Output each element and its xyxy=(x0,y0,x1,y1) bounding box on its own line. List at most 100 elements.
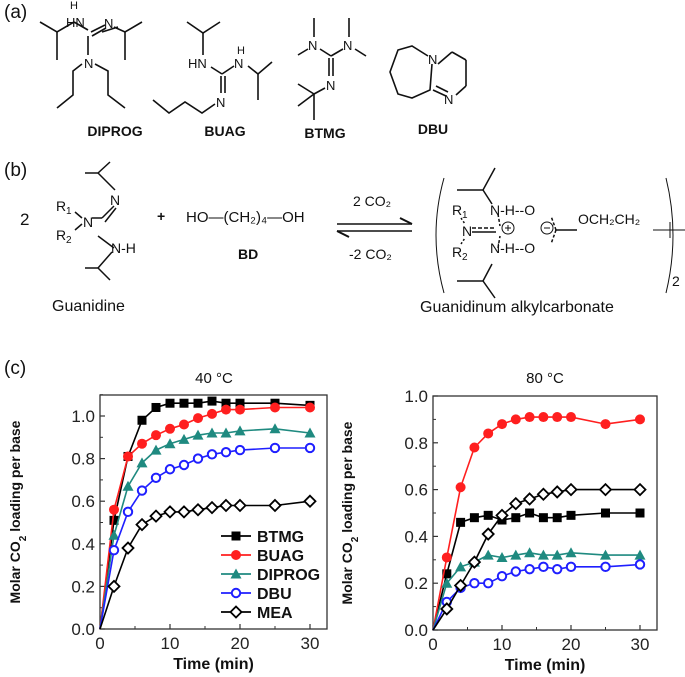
legend-label: DBU xyxy=(257,586,292,603)
btmg-structure: N N N xyxy=(297,18,367,120)
svg-text:HN: HN xyxy=(188,56,207,71)
reaction-scheme: N N R 1 R 2 N-H N-H--O xyxy=(56,161,685,299)
legend-dbu-marker xyxy=(230,587,242,599)
btmg-marker xyxy=(511,513,521,523)
series-diprog xyxy=(99,423,316,630)
guanidine-structure: N N R 1 R 2 N-H xyxy=(56,161,136,281)
dbu-marker xyxy=(234,444,246,456)
y-tick-label: 0.8 xyxy=(71,450,95,469)
dbu-marker xyxy=(469,578,480,589)
svg-text:2: 2 xyxy=(66,235,72,246)
guanidine-caption: Guanidine xyxy=(52,298,125,315)
dbu-marker xyxy=(600,561,611,573)
y-tick-label: 1.0 xyxy=(404,387,428,406)
dbu-marker xyxy=(122,506,134,518)
diprog-marker xyxy=(482,549,494,560)
diprog-structure: HN H N N xyxy=(39,0,143,109)
svg-text:R: R xyxy=(56,198,66,214)
diprog-marker xyxy=(510,549,522,560)
mea-marker xyxy=(598,482,613,497)
buag-marker xyxy=(193,413,203,424)
mea-marker xyxy=(467,555,482,569)
buag-marker xyxy=(469,442,480,453)
dbu-marker xyxy=(178,459,190,471)
mea-marker xyxy=(481,527,495,541)
y-tick-label: 0.8 xyxy=(404,434,428,453)
svg-text:N: N xyxy=(234,56,243,71)
buag-marker xyxy=(207,408,217,419)
y-tick-label: 0.0 xyxy=(404,621,428,640)
y-tick-label: 0.4 xyxy=(404,527,428,546)
svg-text:N: N xyxy=(462,223,472,239)
buag-marker xyxy=(123,451,133,462)
dbu-marker xyxy=(192,453,204,464)
svg-text:N: N xyxy=(444,92,453,107)
y-tick-label: 0.6 xyxy=(404,481,428,500)
y-tick-label: 0.6 xyxy=(71,492,95,511)
diprog-marker xyxy=(455,561,467,572)
mea-marker xyxy=(135,517,149,532)
btmg-marker xyxy=(151,402,161,412)
buag-marker xyxy=(483,428,494,439)
diprog-marker xyxy=(234,425,246,436)
reverse-condition: -2 CO₂ xyxy=(349,246,392,262)
dbu-marker xyxy=(565,561,577,573)
buag-marker xyxy=(151,430,161,441)
buag-marker xyxy=(635,414,645,425)
btmg-marker xyxy=(109,515,119,525)
mea-marker xyxy=(219,498,233,513)
y-tick-label: 0.2 xyxy=(404,574,428,593)
btmg-marker xyxy=(165,398,175,408)
buag-marker xyxy=(305,402,315,413)
product-left-bracket xyxy=(435,177,445,294)
mea-marker xyxy=(121,541,135,555)
guanidinium-alkylcarbonate-structure: N-H--O N-H--O N R 1 R 2 xyxy=(452,167,685,299)
svg-text:N: N xyxy=(326,78,335,93)
mea-marker xyxy=(268,498,282,513)
svg-text:N: N xyxy=(110,192,120,208)
diprog-marker xyxy=(122,480,134,491)
svg-text:N: N xyxy=(84,56,93,71)
btmg-marker xyxy=(635,508,645,518)
legend-item-btmg: BTMG xyxy=(221,529,304,546)
svg-text:N: N xyxy=(308,38,317,53)
legend-mea-marker xyxy=(229,605,243,619)
panel-c-label: (c) xyxy=(4,358,27,379)
buag-marker xyxy=(270,402,280,413)
x-tick-label: 0 xyxy=(95,634,104,653)
legend-label: BTMG xyxy=(257,529,304,546)
diprog-marker xyxy=(206,427,218,438)
mea-marker xyxy=(633,482,647,497)
diprog-marker xyxy=(496,551,508,562)
y-tick-label: 0.4 xyxy=(71,535,95,554)
diprog-marker xyxy=(551,549,563,560)
legend-item-dbu: DBU xyxy=(221,586,292,603)
series-diprog xyxy=(432,547,646,631)
plus-sign: + xyxy=(157,208,166,224)
buag-marker xyxy=(179,419,189,430)
svg-text:N-H: N-H xyxy=(111,240,136,256)
x-tick-label: 30 xyxy=(301,634,320,653)
dbu-marker xyxy=(269,442,281,454)
diprog-marker xyxy=(150,444,162,455)
equilibrium-arrows xyxy=(336,217,413,238)
svg-text:N: N xyxy=(83,214,93,230)
diprog-marker xyxy=(108,529,120,540)
diprog-marker xyxy=(164,438,176,449)
dbu-marker xyxy=(136,485,148,496)
mea-marker xyxy=(522,492,537,506)
btmg-marker xyxy=(179,398,189,408)
dbu-marker xyxy=(206,449,218,460)
mea-marker xyxy=(107,579,121,594)
buag-structure: HN N H N xyxy=(152,21,273,114)
x-tick-label: 20 xyxy=(562,635,581,654)
y-tick-label: 0.2 xyxy=(71,577,95,596)
mea-marker xyxy=(453,578,468,593)
buag-marker xyxy=(137,438,147,449)
mea-marker xyxy=(163,505,177,519)
chart-80c-title: 80 °C xyxy=(526,370,564,387)
series-mea xyxy=(432,482,647,631)
buag-marker xyxy=(109,504,119,515)
